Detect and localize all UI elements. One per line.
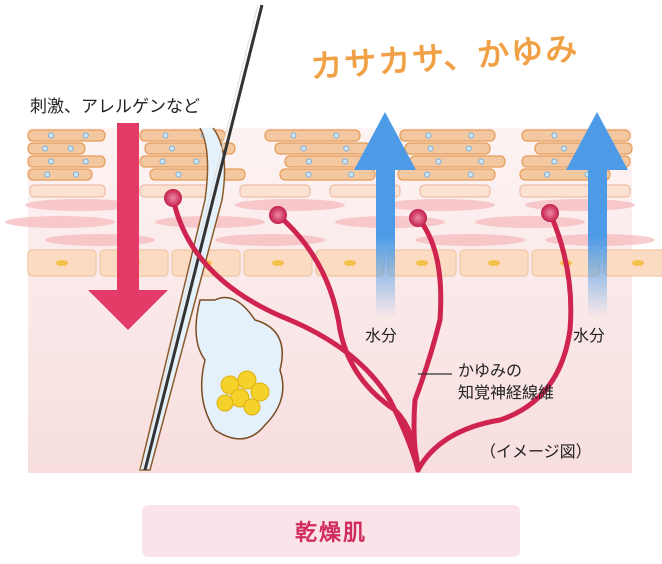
water-loss-arrow-1 — [354, 112, 416, 318]
corneocyte — [521, 129, 631, 142]
water-droplet — [468, 132, 475, 139]
water-label-2: 水分 — [573, 326, 606, 345]
cell-nucleus — [488, 260, 500, 266]
corneocyte — [27, 168, 93, 181]
water-droplet — [82, 132, 89, 139]
water-droplet — [544, 171, 550, 178]
caption-label: 乾燥肌 — [294, 521, 367, 546]
water-droplet — [561, 145, 568, 152]
granular-cell — [29, 184, 106, 198]
corneocyte — [404, 142, 491, 155]
spinous-cell — [385, 199, 495, 211]
granular-cell — [419, 184, 491, 198]
sebum — [216, 370, 270, 416]
nerve-label-line1: かゆみの — [458, 361, 523, 380]
corneocyte — [27, 142, 86, 155]
water-droplet — [435, 158, 442, 165]
water-droplet — [465, 145, 472, 152]
cell-nucleus — [344, 260, 356, 266]
water-droplet — [82, 158, 89, 165]
water-droplet — [193, 158, 200, 165]
water-droplet — [162, 132, 169, 139]
water-droplet — [169, 145, 175, 152]
stimulus-arrow-down — [88, 123, 168, 330]
corneocyte — [399, 129, 496, 142]
water-droplet — [343, 145, 350, 152]
stimulus-label: 刺激、アレルゲンなど — [30, 97, 200, 117]
corneocyte — [284, 155, 366, 168]
water-droplet — [333, 132, 340, 139]
water-droplet — [290, 132, 297, 139]
spinous-cell — [5, 216, 115, 228]
granular-cell — [239, 184, 311, 198]
water-droplet — [306, 158, 312, 165]
nerve-fibers — [170, 195, 574, 473]
water-droplet — [427, 145, 434, 152]
water-droplet — [424, 171, 431, 178]
spinous-cell — [235, 199, 345, 211]
water-droplet — [551, 132, 558, 139]
corneocyte — [139, 155, 216, 168]
image-note: （イメージ図） — [480, 442, 592, 461]
water-label-1: 水分 — [365, 326, 398, 345]
corneocyte — [27, 155, 106, 168]
water-droplet — [467, 171, 474, 178]
nerve-endings — [164, 189, 559, 227]
corneocyte — [274, 142, 371, 155]
hair-highlight — [140, 4, 259, 471]
corneocyte — [279, 168, 376, 181]
cell-nucleus — [632, 260, 644, 266]
water-droplet — [159, 158, 166, 165]
hair — [143, 4, 264, 471]
corneocyte — [264, 129, 361, 142]
water-droplet — [305, 171, 312, 178]
caption-box: 乾燥肌 — [142, 505, 520, 557]
water-droplet — [42, 145, 49, 152]
water-droplet — [44, 171, 51, 178]
cell-nucleus — [56, 260, 68, 266]
nerve-label-line2: 知覚神経線維 — [458, 383, 555, 402]
water-droplet — [175, 171, 182, 178]
water-droplet — [48, 158, 55, 165]
water-droplet — [551, 158, 558, 165]
water-droplet — [300, 145, 307, 152]
granular-cell — [519, 184, 631, 198]
cell-nucleus — [272, 260, 284, 266]
spinous-cell — [525, 199, 635, 211]
nerve-label: かゆみの 知覚神経線維 — [458, 360, 554, 404]
corneocyte — [149, 168, 246, 181]
corneocyte — [409, 155, 506, 168]
water-loss-arrow-2 — [566, 112, 628, 318]
water-droplet — [67, 145, 74, 152]
spinous-cell — [415, 234, 525, 246]
water-droplet — [48, 132, 55, 139]
spinous-cell — [25, 199, 135, 211]
water-droplet — [348, 171, 355, 178]
water-droplet — [478, 158, 485, 165]
cell-nucleus — [416, 260, 428, 266]
water-droplet — [342, 158, 348, 165]
spinous-cell — [475, 216, 585, 228]
corneocyte — [397, 168, 496, 181]
water-droplet — [73, 171, 79, 178]
water-droplet — [425, 132, 432, 139]
corneocyte — [27, 129, 106, 142]
